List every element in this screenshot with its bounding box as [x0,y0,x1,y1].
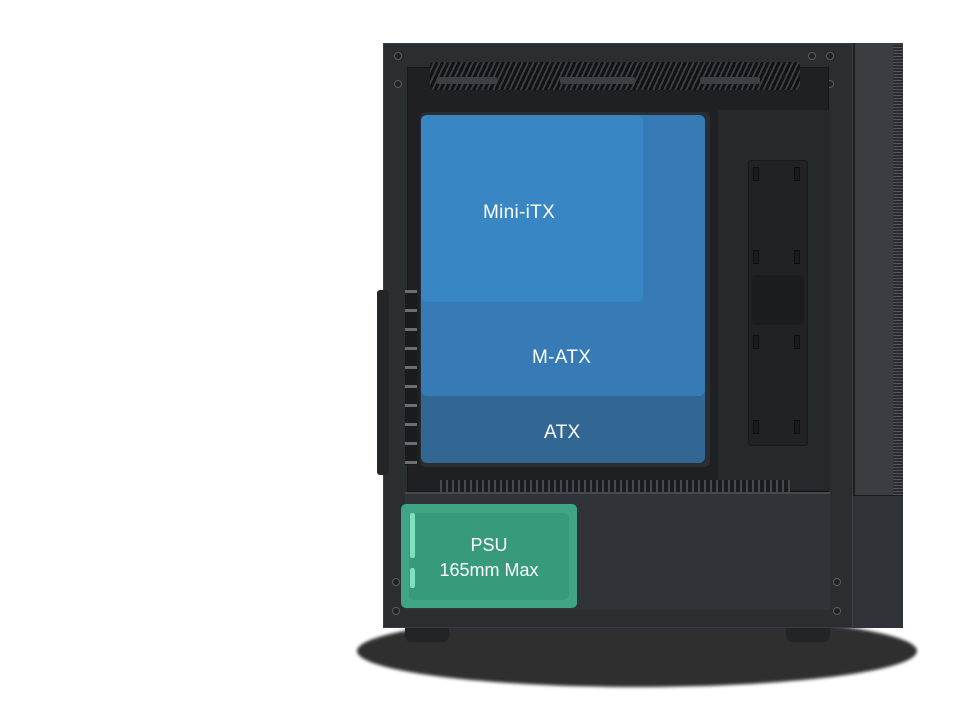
psu-max-length: 165mm Max [439,560,539,580]
screw-icon [392,578,400,586]
screw-icon [833,578,841,586]
tie-slot [753,250,759,264]
psu-shroud-vent [440,480,790,492]
screw-icon [826,52,834,60]
atx-label: ATX [544,422,581,443]
front-mesh-edge [893,45,903,495]
matx-label: M-ATX [532,347,592,368]
tie-slot [794,335,800,349]
cable-grommet-hole [752,275,804,325]
tie-slot [794,420,800,434]
tie-slot [753,420,759,434]
screw-icon [833,607,841,615]
pci-expansion-slots [405,290,417,465]
screw-icon [392,607,400,615]
glass-hinge-rail [377,290,389,475]
tie-slot [753,335,759,349]
top-fan-vent [430,62,800,90]
psu-label-block: PSU 165mm Max [401,533,577,583]
front-panel-lower [853,495,903,628]
mini-itx-label: Mini-iTX [483,202,556,223]
fan-rail [560,77,635,84]
screw-icon [808,52,816,60]
fan-rail [437,77,497,84]
psu-accent-bar [410,568,415,588]
tie-slot [794,250,800,264]
fan-rail [700,77,760,84]
psu-accent-bar [410,513,415,558]
screw-icon [394,52,402,60]
tie-slot [794,167,800,181]
screw-icon [394,80,402,88]
psu-title: PSU [470,535,508,555]
tie-slot [753,167,759,181]
mini-itx-board-overlay [421,115,643,302]
psu-inner-panel [409,513,569,600]
